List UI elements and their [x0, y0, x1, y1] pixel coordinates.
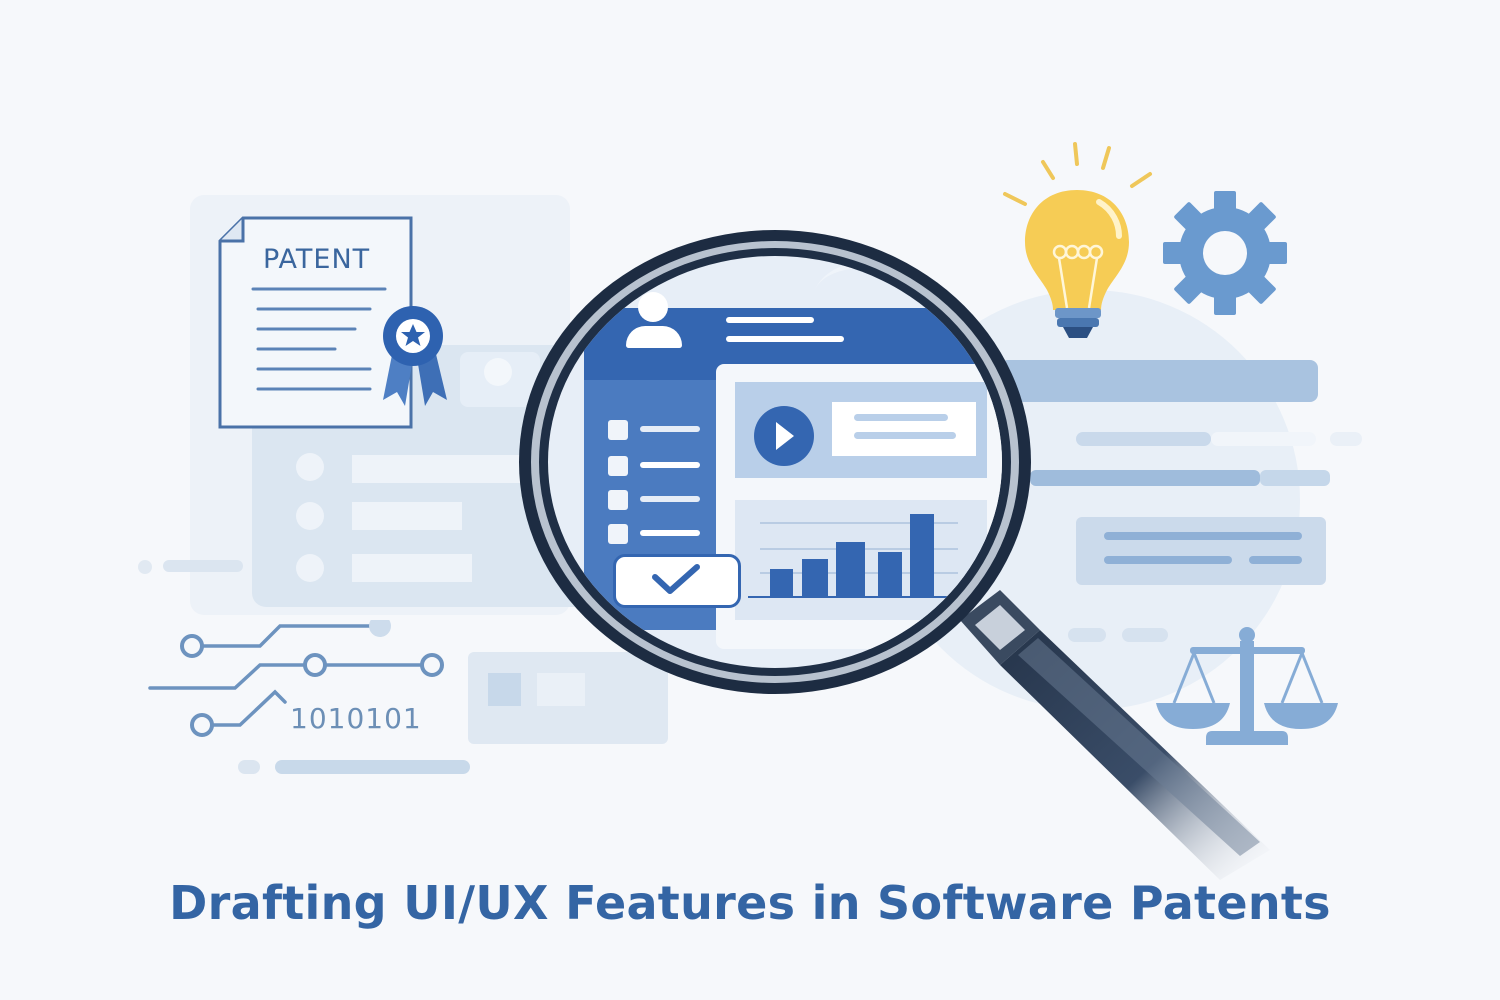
checkbox — [608, 420, 628, 440]
circuit-icon — [148, 620, 444, 737]
header-line — [726, 336, 844, 342]
right-bar-2 — [1076, 432, 1211, 446]
list-row-bar — [352, 554, 472, 582]
chart-bar — [770, 569, 793, 597]
checkbox-line — [640, 426, 700, 432]
right-bar-2b — [1211, 432, 1316, 446]
dash-bar — [275, 760, 470, 774]
list-row-bar — [352, 502, 462, 530]
patent-label: PATENT — [263, 244, 371, 275]
caption-line — [854, 414, 948, 421]
chart-bar — [836, 542, 865, 597]
page-title: Drafting UI/UX Features in Software Pate… — [169, 876, 1331, 930]
right-bar-3b — [1260, 470, 1330, 486]
right-card-line — [1249, 556, 1302, 564]
checkbox — [608, 524, 628, 544]
right-dash — [1068, 628, 1106, 642]
right-bar-3 — [1030, 470, 1260, 486]
right-bar-1 — [1000, 360, 1318, 402]
patent-document-icon — [218, 216, 413, 429]
list-row-dot — [296, 554, 324, 582]
chart-gridline — [760, 522, 958, 524]
dash-dot — [138, 560, 152, 574]
right-bar-2c — [1330, 432, 1362, 446]
header-line — [726, 317, 814, 323]
chart-bar — [910, 514, 934, 597]
user-avatar-icon — [638, 292, 668, 322]
right-dash — [1122, 628, 1168, 642]
faint-card-envelope — [537, 673, 585, 706]
dash-bar — [163, 560, 243, 572]
gear-icon — [1163, 191, 1287, 315]
list-row-dot — [296, 453, 324, 481]
caption-line — [854, 432, 956, 439]
right-card-line — [1104, 532, 1302, 540]
right-card — [1076, 517, 1326, 585]
checkbox — [608, 490, 628, 510]
user-avatar-body — [626, 326, 682, 348]
play-triangle — [776, 422, 794, 450]
lens-glass — [548, 256, 1002, 668]
checkbox-line — [640, 530, 700, 536]
checkmark-icon — [652, 564, 700, 594]
chart-bar — [878, 552, 902, 597]
lightbulb-icon — [1003, 142, 1152, 338]
chart-axis — [748, 596, 958, 598]
checkbox-line — [640, 496, 700, 502]
checkbox-line — [640, 462, 700, 468]
checkbox — [608, 456, 628, 476]
list-row-bar — [352, 455, 522, 483]
video-caption-box — [832, 402, 976, 456]
right-card-line — [1104, 556, 1232, 564]
award-ribbon-icon — [383, 306, 447, 406]
scales-of-justice-icon — [1156, 627, 1338, 745]
faint-card-square — [488, 673, 521, 706]
list-row-dot — [296, 502, 324, 530]
chart-bar — [802, 559, 828, 597]
binary-text: 1010101 — [290, 702, 422, 735]
dash-dot — [238, 760, 260, 774]
user-head-faint — [484, 358, 512, 386]
